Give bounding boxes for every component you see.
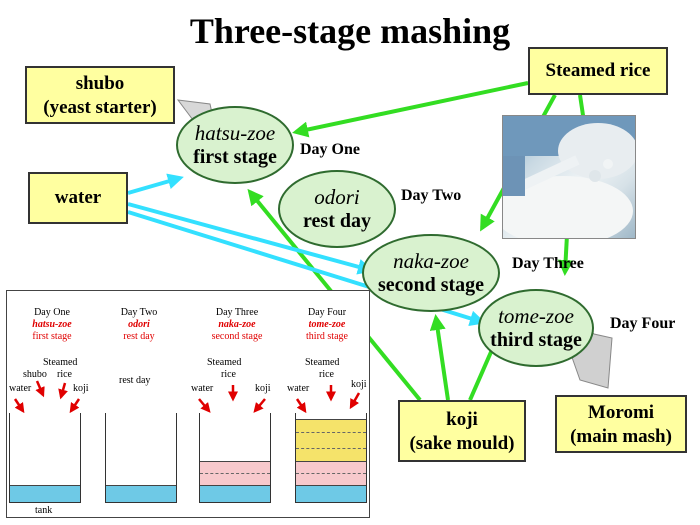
- koji-label: koji: [446, 409, 478, 430]
- stage-first-italic: hatsu-zoe: [194, 121, 276, 145]
- panel-col-3-day: Day Three: [215, 307, 259, 318]
- panel-col-1-water: water: [9, 383, 32, 394]
- shubo-box: shubo (yeast starter): [25, 66, 175, 124]
- panel-arrow-4a: [295, 398, 307, 414]
- panel-arrow-1a: [13, 398, 25, 414]
- koji-box: koji (sake mould): [398, 400, 526, 462]
- day-label-one: Day One: [300, 141, 360, 158]
- stage-oval-first: hatsu-zoe first stage: [176, 106, 294, 184]
- stage-first-name: first stage: [193, 146, 277, 168]
- water-to-second-stage-arrow: [127, 202, 374, 275]
- shubo-sublabel: (yeast starter): [43, 97, 157, 118]
- panel-arrow-4c: [349, 392, 361, 410]
- stage-oval-third: tome-zoe third stage: [478, 289, 594, 367]
- tank-panel: Day One hatsu-zoe first stage Day Two od…: [6, 290, 370, 518]
- tank-1-shubo-layer: [10, 485, 80, 502]
- panel-col-1-koji: koji: [73, 383, 89, 394]
- panel-col-2-stage: rest day: [123, 331, 155, 342]
- steamed-rice-photo: [502, 115, 636, 239]
- tank-day-two: [105, 413, 177, 503]
- panel-col-1-stage: first stage: [32, 331, 72, 342]
- panel-arrow-1d: [69, 398, 81, 414]
- panel-col-2-rest-day: rest day: [119, 375, 151, 386]
- panel-col-4-water: water: [287, 383, 310, 394]
- day-label-four: Day Four: [610, 315, 676, 332]
- panel-col-4-rice: rice: [319, 369, 334, 380]
- moromi-label: Moromi: [587, 402, 655, 423]
- moromi-sublabel: (main mash): [570, 426, 672, 447]
- tank-3-shubo-layer: [200, 485, 270, 502]
- stage-rest-name: rest day: [303, 210, 371, 232]
- tank-4-third-layer: [296, 419, 366, 462]
- rice-to-third-stage-arrow: [557, 234, 574, 276]
- stage-second-name: second stage: [377, 274, 485, 296]
- rice-to-first-stage-arrow: [292, 81, 529, 138]
- panel-col-3-italic: naka-zoe: [218, 319, 256, 330]
- panel-col-4-header: Day Four tome-zoe third stage: [287, 307, 367, 343]
- panel-col-3-koji: koji: [255, 383, 271, 394]
- panel-col-3-stage: second stage: [211, 331, 263, 342]
- water-label: water: [54, 187, 102, 208]
- day-label-three: Day Three: [512, 255, 584, 272]
- panel-col-1-day: Day One: [34, 307, 70, 318]
- panel-tank-label: tank: [35, 505, 53, 516]
- stage-rest-italic: odori: [314, 185, 360, 209]
- tank-4-shubo-layer: [296, 485, 366, 502]
- tank-2-shubo-layer: [106, 485, 176, 502]
- panel-col-3-steamed: Steamed: [207, 357, 242, 368]
- panel-col-1-steamed: Steamed: [43, 357, 78, 368]
- stage-oval-second: naka-zoe second stage: [362, 234, 500, 312]
- steamed-rice-label: Steamed rice: [545, 60, 651, 81]
- water-to-first-stage-arrow: [127, 173, 184, 195]
- panel-col-4-italic: tome-zoe: [308, 319, 346, 330]
- panel-col-1-italic: hatsu-zoe: [32, 319, 72, 330]
- tank-3-first-layer: [200, 461, 270, 486]
- rice-photo-image: [503, 116, 635, 238]
- panel-col-3-rice: rice: [221, 369, 236, 380]
- tank-day-four: [295, 413, 367, 503]
- moromi-box: Moromi (main mash): [555, 395, 687, 453]
- panel-col-1-header: Day One hatsu-zoe first stage: [17, 307, 87, 343]
- page-title: Three-stage mashing: [189, 11, 511, 51]
- panel-col-4-stage: third stage: [306, 331, 348, 342]
- panel-col-2-header: Day Two odori rest day: [104, 307, 174, 343]
- panel-col-2-italic: odori: [128, 319, 150, 330]
- panel-col-4-day: Day Four: [307, 307, 347, 318]
- water-box: water: [28, 172, 128, 224]
- panel-arrow-3a: [198, 398, 211, 413]
- stage-third-name: third stage: [490, 329, 582, 351]
- panel-col-2-day: Day Two: [120, 307, 158, 318]
- stage-third-italic: tome-zoe: [498, 304, 574, 328]
- panel-arrow-3c: [253, 398, 266, 413]
- koji-sublabel: (sake mould): [409, 433, 515, 454]
- koji-to-second-stage-arrow: [429, 314, 450, 401]
- steamed-rice-box: Steamed rice: [528, 47, 668, 95]
- tank-4-first-layer: [296, 461, 366, 486]
- stage-second-italic: naka-zoe: [393, 249, 469, 273]
- panel-col-4-koji: koji: [351, 379, 367, 390]
- shubo-label: shubo: [75, 73, 125, 94]
- panel-red-arrows: [13, 380, 361, 414]
- panel-col-1-shubo: shubo: [23, 369, 47, 380]
- panel-col-4-steamed: Steamed: [305, 357, 340, 368]
- tank-day-one: [9, 413, 81, 503]
- panel-col-3-header: Day Three naka-zoe second stage: [197, 307, 277, 343]
- day-label-two: Day Two: [401, 187, 462, 204]
- panel-col-1-rice: rice: [57, 369, 72, 380]
- panel-arrow-1b: [35, 380, 45, 398]
- panel-col-3-water: water: [191, 383, 214, 394]
- tank-day-three: [199, 413, 271, 503]
- panel-arrow-1c: [58, 382, 68, 400]
- stage-oval-rest: odori rest day: [278, 170, 396, 248]
